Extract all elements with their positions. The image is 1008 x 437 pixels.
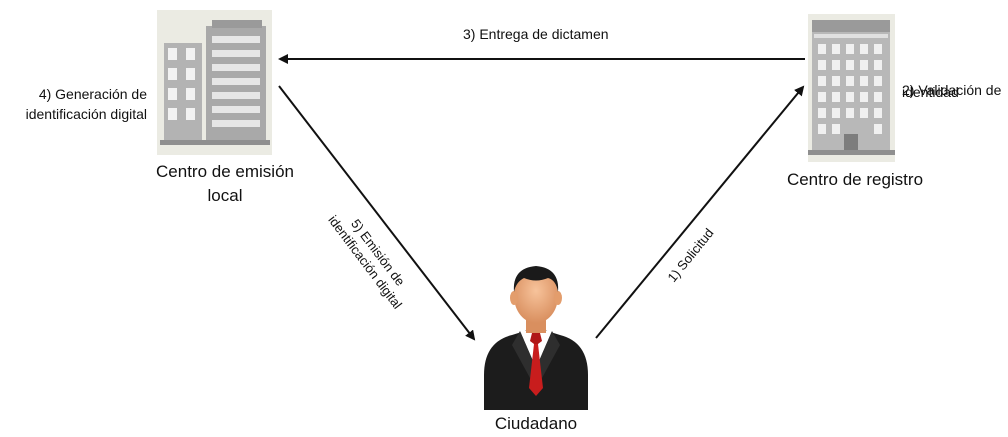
local-center-label-line1: Centro de emisión bbox=[156, 162, 294, 181]
local-center-label-line2: local bbox=[207, 186, 243, 205]
step2-label-line2: identidad bbox=[902, 84, 959, 100]
registry-center-label: Centro de registro bbox=[786, 170, 924, 189]
arrow-step1 bbox=[595, 85, 805, 339]
step4-label: 4) Generación de identificación digital bbox=[5, 84, 147, 124]
registry-center-building-icon bbox=[808, 14, 895, 162]
citizen-label: Ciudadano bbox=[494, 414, 578, 433]
step4-label-line1: 4) Generación de bbox=[38, 86, 147, 102]
step4-label-line2: identificación digital bbox=[25, 106, 147, 122]
step3-label: 3) Entrega de dictamen bbox=[463, 26, 609, 42]
citizen-businessman-icon bbox=[484, 266, 588, 410]
step1-label: 1) Solicitud bbox=[664, 225, 716, 284]
arrow-step5 bbox=[278, 85, 476, 341]
step2-label-line1: 2) Validación de bbox=[902, 82, 1002, 98]
local-center-label: Centro de emisión local bbox=[140, 160, 310, 208]
step2-label: 2) Validación de identidad bbox=[902, 80, 1008, 100]
local-center-building-icon bbox=[157, 10, 272, 155]
